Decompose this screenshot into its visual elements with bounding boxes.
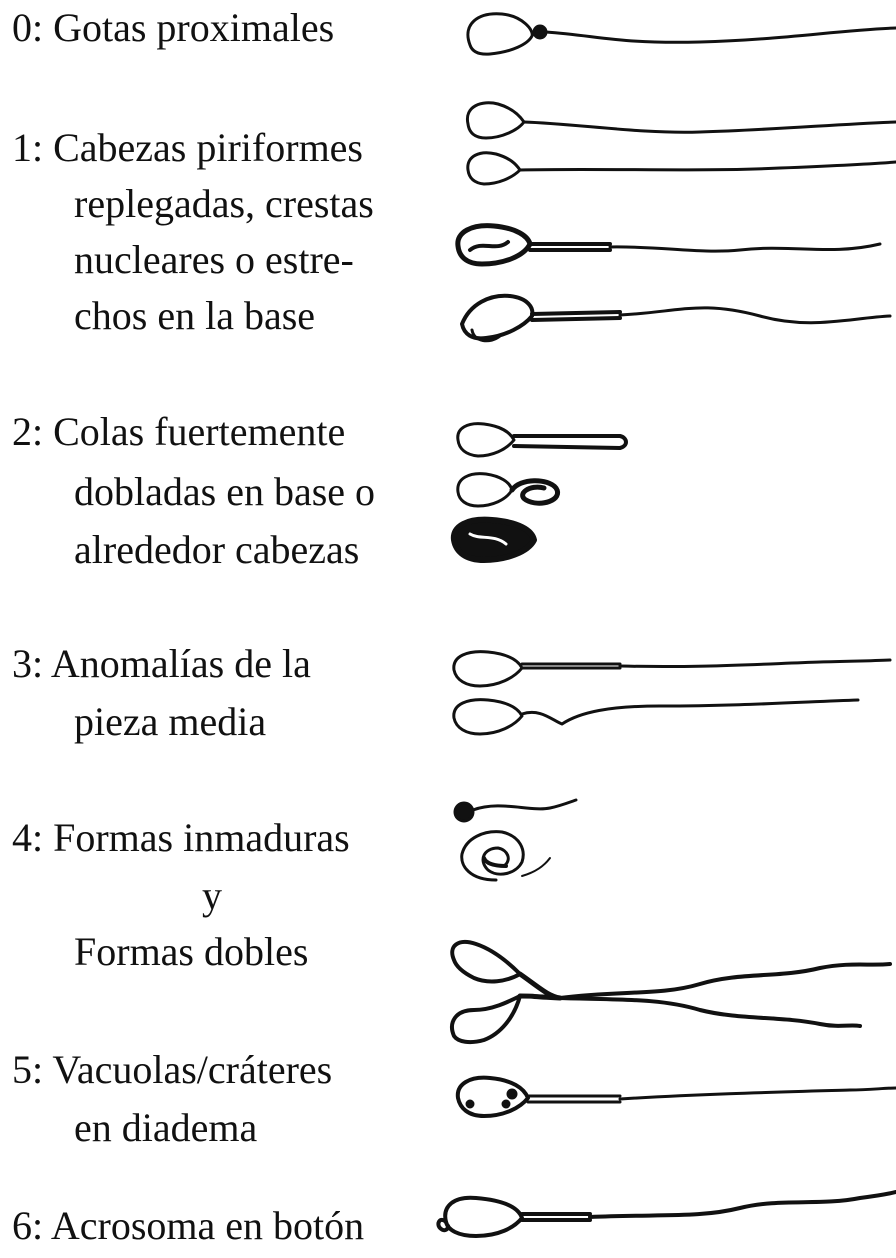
- category-2-label-line-2: dobladas en base o: [74, 469, 376, 514]
- category-5-label-line-2: en diadema: [74, 1105, 258, 1150]
- category-6-label: 6: Acrosoma en botón: [12, 1203, 365, 1248]
- category-1-label-line-3: nucleares o estre-: [74, 237, 354, 282]
- category-1-label-line-2: replegadas, crestas: [74, 181, 374, 226]
- sperm-midpiece-anomaly-drawing-2: [452, 698, 860, 736]
- category-1-label: 1: Cabezas piriformes: [12, 125, 363, 170]
- category-2-label-line-3: alrededor cabezas: [74, 527, 360, 572]
- category-1-label-line-4: chos en la base: [74, 293, 316, 338]
- sperm-piriform-head-drawing-2: [466, 151, 896, 186]
- category-4-label-line-3: Formas dobles: [74, 929, 309, 974]
- category-4-label: 4: Formas inmaduras: [12, 815, 350, 860]
- category-0-label: 0: Gotas proximales: [12, 5, 335, 50]
- sperm-immature-form-drawing: [453, 798, 578, 823]
- sperm-knobbed-acrosome-drawing: [436, 1190, 896, 1238]
- sperm-wrapped-tail-drawing: [450, 516, 537, 563]
- sperm-coiled-tail-drawing: [456, 472, 561, 508]
- sperm-midpiece-anomaly-drawing-1: [452, 650, 892, 688]
- sperm-diadem-vacuole-drawing: [455, 1075, 896, 1118]
- category-5-label: 5: Vacuolas/cráteres: [12, 1047, 333, 1092]
- sperm-double-form-drawing: [450, 940, 892, 1045]
- sperm-nuclear-crest-drawing: [455, 223, 882, 267]
- sperm-proximal-droplet-drawing: [466, 12, 896, 56]
- sperm-narrow-base-drawing: [460, 293, 892, 343]
- category-3-label-line-2: pieza media: [74, 699, 267, 744]
- sperm-coiled-immature-drawing: [460, 830, 551, 882]
- sperm-bent-tail-drawing-1: [456, 422, 628, 458]
- category-2-label: 2: Colas fuertemente: [12, 409, 346, 454]
- category-4-label-line-2: y: [202, 873, 222, 918]
- sperm-piriform-head-drawing-1: [465, 101, 896, 140]
- category-3-label: 3: Anomalías de la: [12, 641, 311, 686]
